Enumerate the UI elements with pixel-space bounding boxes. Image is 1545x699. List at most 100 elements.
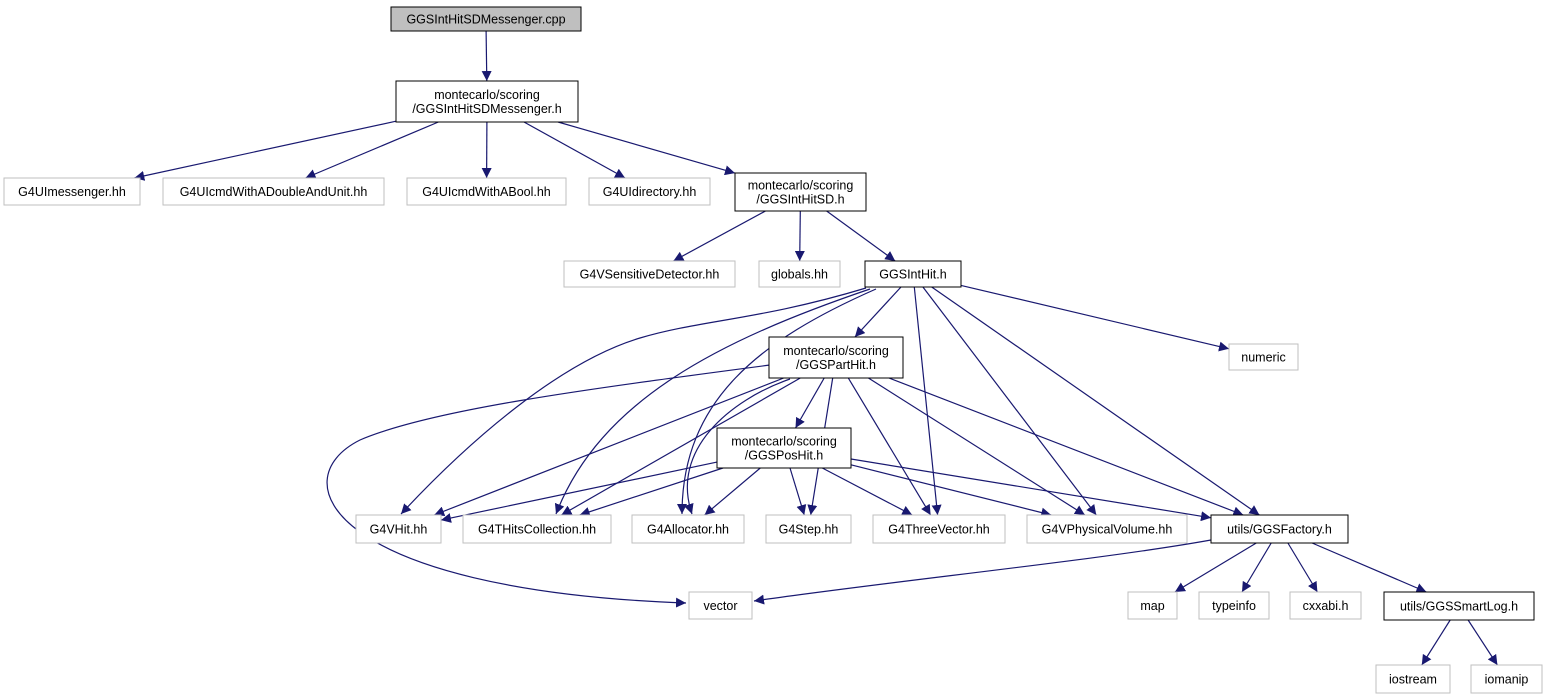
node-box — [734, 172, 867, 212]
node-numeric: numeric — [1228, 343, 1299, 371]
node-g4uicmd_bool: G4UIcmdWithABool.hh — [406, 177, 567, 206]
dependency-edges — [134, 30, 1498, 666]
node-label: G4Allocator.hh — [647, 523, 729, 537]
node-g4allocator: G4Allocator.hh — [631, 514, 745, 544]
node-box — [864, 260, 962, 288]
node-box — [872, 514, 1006, 544]
edge-poshit_h-to-g4thits — [579, 467, 724, 517]
edge-poshit_h-to-g4threevector — [822, 467, 913, 516]
node-label: GGSIntHit.h — [879, 268, 946, 282]
node-box — [631, 514, 745, 544]
node-g4vphysical: G4VPhysicalVolume.hh — [1026, 514, 1188, 544]
node-box — [162, 177, 385, 206]
edge-parthit_h-to-poshit_h — [794, 377, 825, 429]
node-box — [462, 514, 612, 544]
node-smartlog_h[interactable]: utils/GGSSmartLog.h — [1383, 591, 1535, 621]
edge-root-to-messenger_h — [481, 30, 492, 82]
edge-inthit_h-to-g4allocator — [677, 288, 877, 515]
edge-inthit_h-to-g4threevector — [913, 286, 942, 516]
edge-smartlog_h-to-iostream — [1421, 619, 1451, 666]
node-g4threevector: G4ThreeVector.hh — [872, 514, 1006, 544]
edge-messenger_h-to-g4uicmd_double — [305, 121, 439, 179]
node-label: vector — [703, 599, 737, 613]
node-label: map — [1140, 599, 1164, 613]
edge-messenger_h-to-g4uimessenger — [134, 120, 397, 181]
file-nodes: GGSIntHitSDMessenger.cpp montecarlo/scori… — [3, 6, 1543, 694]
edge-inthit_h-to-parthit_h — [854, 286, 902, 338]
node-label: G4UImessenger.hh — [18, 185, 126, 199]
node-g4vhit: G4VHit.hh — [355, 514, 442, 544]
node-label: /GGSIntHitSD.h — [756, 193, 844, 207]
node-g4thits: G4THitsCollection.hh — [462, 514, 612, 544]
edge-factory_h-to-cxxabi — [1287, 542, 1318, 593]
node-messenger_h[interactable]: montecarlo/scoring/GGSIntHitSDMessenger.… — [395, 80, 579, 123]
node-root[interactable]: GGSIntHitSDMessenger.cpp — [390, 6, 582, 32]
node-label: G4ThreeVector.hh — [888, 523, 990, 537]
node-label: /GGSPartHit.h — [796, 358, 876, 372]
node-box — [1026, 514, 1188, 544]
node-cxxabi: cxxabi.h — [1289, 591, 1362, 620]
node-label: iostream — [1389, 673, 1437, 687]
node-poshit_h[interactable]: montecarlo/scoring/GGSPosHit.h — [716, 427, 852, 469]
edge-inthitsd_h-to-inthit_h — [826, 210, 896, 262]
node-typeinfo: typeinfo — [1198, 591, 1270, 620]
node-label: typeinfo — [1212, 599, 1256, 613]
edge-factory_h-to-typeinfo — [1241, 542, 1272, 593]
node-iostream: iostream — [1375, 664, 1451, 694]
node-label: montecarlo/scoring — [748, 179, 854, 193]
edge-messenger_h-to-inthitsd_h — [557, 121, 736, 176]
edge-factory_h-to-map — [1174, 542, 1257, 593]
node-box — [563, 260, 736, 288]
edge-parthit_h-to-g4threevector — [847, 377, 932, 516]
node-g4uidirectory: G4UIdirectory.hh — [588, 177, 711, 206]
node-vector: vector — [688, 591, 753, 620]
edge-poshit_h-to-g4vphysical — [850, 464, 1052, 518]
node-box — [1228, 343, 1299, 371]
node-box — [1210, 514, 1349, 544]
node-factory_h[interactable]: utils/GGSFactory.h — [1210, 514, 1349, 544]
node-label: G4VSensitiveDetector.hh — [580, 268, 720, 282]
node-inthit_h[interactable]: GGSIntHit.h — [864, 260, 962, 288]
node-g4vsensitive: G4VSensitiveDetector.hh — [563, 260, 736, 288]
node-box — [1289, 591, 1362, 620]
node-box — [765, 514, 852, 544]
edge-parthit_h-to-g4allocator — [684, 378, 791, 515]
node-label: G4UIcmdWithABool.hh — [422, 185, 551, 199]
edge-factory_h-to-smartlog_h — [1311, 542, 1427, 593]
edge-parthit_h-to-g4thits — [561, 377, 801, 516]
edge-poshit_h-to-g4step — [789, 467, 807, 516]
node-label: G4Step.hh — [779, 523, 839, 537]
node-box — [1198, 591, 1270, 620]
node-label: globals.hh — [771, 268, 828, 282]
node-label: iomanip — [1485, 673, 1529, 687]
edge-parthit_h-to-g4vphysical — [868, 377, 1086, 516]
edge-inthitsd_h-to-globals — [794, 210, 805, 262]
edge-parthit_h-to-g4vhit — [433, 377, 784, 517]
edge-poshit_h-to-g4vhit — [440, 461, 718, 523]
edge-messenger_h-to-g4uidirectory — [523, 121, 626, 179]
node-box — [588, 177, 711, 206]
edge-smartlog_h-to-iomanip — [1467, 619, 1498, 666]
node-label: montecarlo/scoring — [783, 344, 889, 358]
node-box — [1470, 664, 1543, 694]
edge-poshit_h-to-g4allocator — [704, 467, 761, 516]
edge-parthit_h-to-factory_h — [888, 377, 1244, 517]
node-g4uicmd_double: G4UIcmdWithADoubleAndUnit.hh — [162, 177, 385, 206]
edge-factory_h-to-vector — [753, 539, 1212, 605]
node-inthitsd_h[interactable]: montecarlo/scoring/GGSIntHitSD.h — [734, 172, 867, 212]
node-label: utils/GGSSmartLog.h — [1400, 600, 1518, 614]
node-label: montecarlo/scoring — [434, 88, 540, 102]
node-label: cxxabi.h — [1303, 599, 1349, 613]
node-map: map — [1127, 591, 1178, 620]
node-box — [395, 80, 579, 123]
edge-parthit_h-to-vector — [326, 364, 771, 608]
node-label: utils/GGSFactory.h — [1227, 523, 1332, 537]
edge-inthit_h-to-g4vhit — [400, 287, 867, 515]
edge-poshit_h-to-factory_h — [850, 458, 1212, 522]
node-iomanip: iomanip — [1470, 664, 1543, 694]
node-box — [688, 591, 753, 620]
node-label: GGSIntHitSDMessenger.cpp — [406, 13, 565, 27]
node-label: G4VPhysicalVolume.hh — [1042, 523, 1173, 537]
node-label: G4THitsCollection.hh — [478, 523, 596, 537]
node-parthit_h[interactable]: montecarlo/scoring/GGSPartHit.h — [768, 336, 904, 379]
